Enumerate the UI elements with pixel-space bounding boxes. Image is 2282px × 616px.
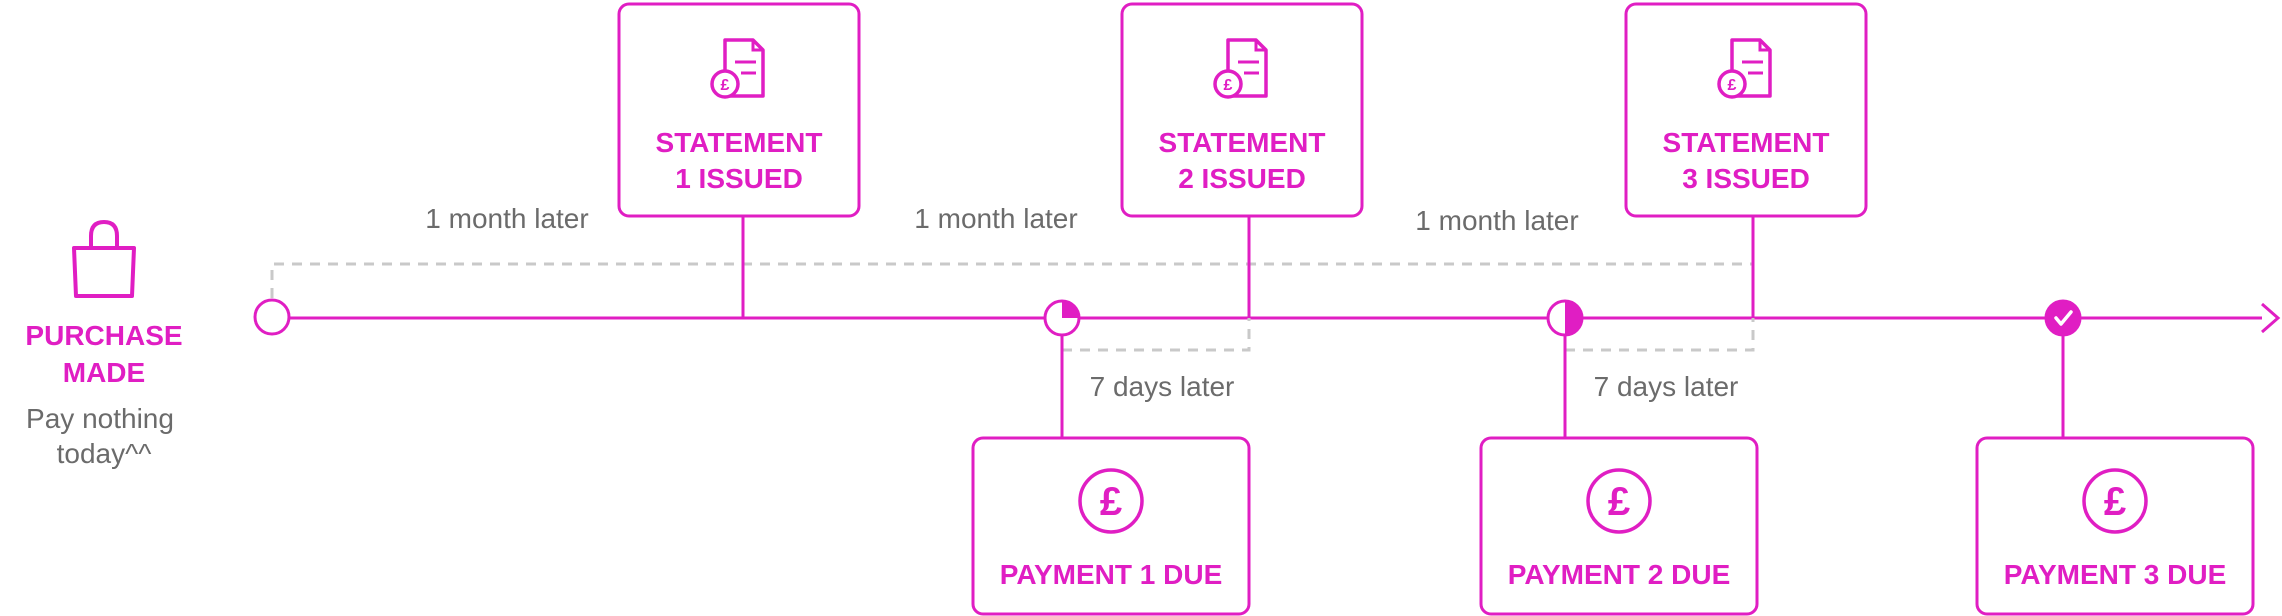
interval-month-label-2: 1 month later xyxy=(914,203,1077,234)
statement-1-line1: STATEMENT xyxy=(656,127,823,158)
timeline-arrowhead xyxy=(2261,302,2281,334)
payment-2-progress-node xyxy=(1546,299,1584,337)
statement-document-pound-icon: £ xyxy=(1717,38,1772,99)
payment-2-card: £ PAYMENT 2 DUE xyxy=(1479,436,1759,616)
pound-circle-icon: £ xyxy=(1078,468,1144,534)
statement-3-line2: 3 ISSUED xyxy=(1682,163,1810,194)
svg-text:£: £ xyxy=(1224,77,1233,94)
statement-2-line2: 2 ISSUED xyxy=(1178,163,1306,194)
svg-text:£: £ xyxy=(1100,480,1122,524)
interval-days-label-1: 7 days later xyxy=(1090,371,1235,402)
payment-3-label: PAYMENT 3 DUE xyxy=(2004,559,2227,590)
statement-document-pound-icon: £ xyxy=(1213,38,1268,99)
statement-2-line1: STATEMENT xyxy=(1159,127,1326,158)
days-interval-bracket-2 xyxy=(1565,318,1755,352)
svg-text:£: £ xyxy=(721,77,730,94)
purchase-shopping-bag-icon xyxy=(72,219,136,298)
statement-3-line1: STATEMENT xyxy=(1663,127,1830,158)
interval-month-label-3: 1 month later xyxy=(1415,205,1578,236)
purchase-title-line1: PURCHASE xyxy=(25,320,182,351)
purchase-title-line2: MADE xyxy=(63,357,145,388)
statement-1-line2: 1 ISSUED xyxy=(675,163,803,194)
svg-text:£: £ xyxy=(2104,480,2126,524)
purchase-subtitle-line1: Pay nothing xyxy=(26,403,174,434)
pound-circle-icon: £ xyxy=(1586,468,1652,534)
statement-3-card: £ STATEMENT 3 ISSUED xyxy=(1624,2,1868,218)
payment-1-progress-node xyxy=(1043,299,1081,337)
payment-1-card: £ PAYMENT 1 DUE xyxy=(971,436,1251,616)
month-interval-bracket xyxy=(270,262,1754,298)
payment-1-label: PAYMENT 1 DUE xyxy=(1000,559,1223,590)
svg-text:£: £ xyxy=(1728,77,1737,94)
payment-3-card: £ PAYMENT 3 DUE xyxy=(1975,436,2255,616)
purchase-subtitle-line2: today^^ xyxy=(57,438,152,469)
svg-text:£: £ xyxy=(1608,480,1630,524)
payment-2-label: PAYMENT 2 DUE xyxy=(1508,559,1731,590)
statement-1-card: £ STATEMENT 1 ISSUED xyxy=(617,2,861,218)
payment-3-progress-node xyxy=(2044,299,2082,337)
timeline-start-node xyxy=(253,298,291,336)
statement-2-card: £ STATEMENT 2 ISSUED xyxy=(1120,2,1364,218)
interval-month-label-1: 1 month later xyxy=(425,203,588,234)
statement-document-pound-icon: £ xyxy=(710,38,765,99)
days-interval-bracket-1 xyxy=(1062,318,1251,352)
interval-days-label-2: 7 days later xyxy=(1594,371,1739,402)
pound-circle-icon: £ xyxy=(2082,468,2148,534)
